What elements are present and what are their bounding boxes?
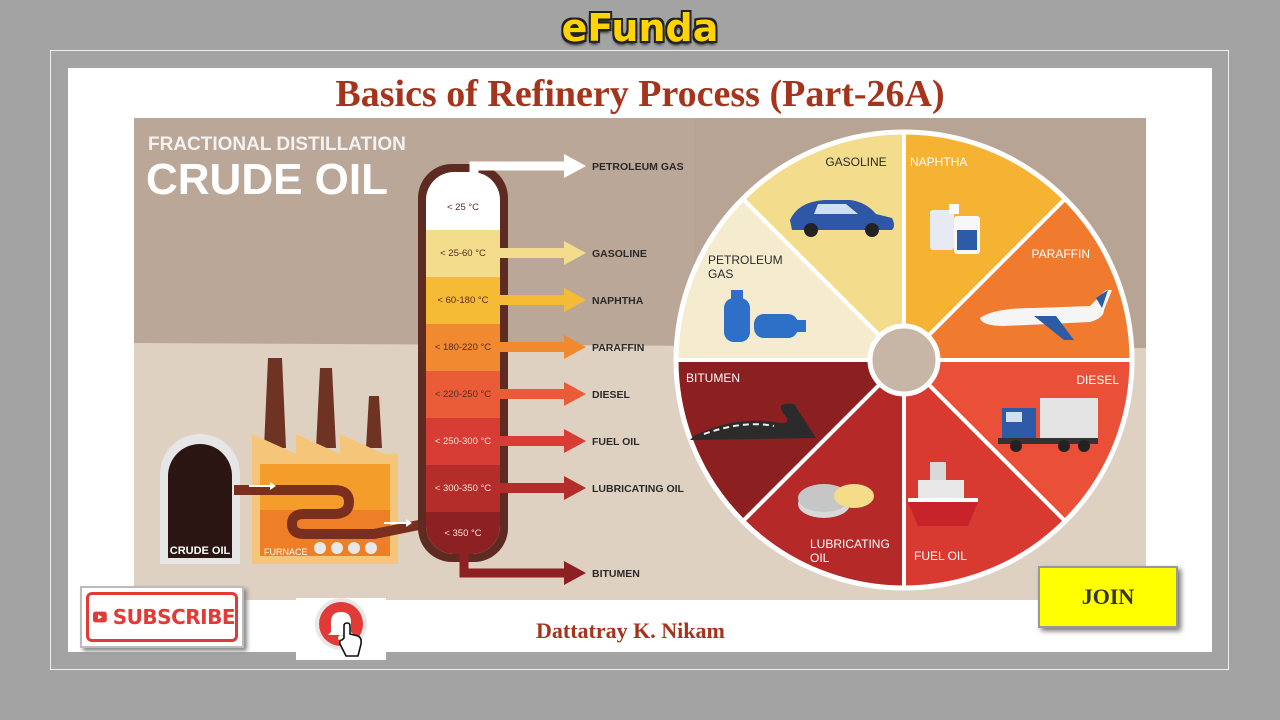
product-label: PARAFFIN bbox=[592, 342, 644, 354]
furnace-label: FURNACE bbox=[264, 547, 308, 557]
wheel-segment-label: GASOLINE bbox=[825, 155, 886, 169]
author-name: Dattatray K. Nikam bbox=[536, 618, 725, 643]
product-arrow: LUBRICATING OIL bbox=[500, 476, 685, 500]
column-temp-label: < 25 °C bbox=[447, 202, 479, 213]
car-icon bbox=[790, 200, 894, 237]
wheel-segment-label: PETROLEUM bbox=[708, 253, 783, 267]
column-temp-label: < 25-60 °C bbox=[440, 248, 486, 259]
tank-label: CRUDE OIL bbox=[170, 545, 231, 557]
bottles-icon bbox=[930, 204, 980, 254]
wheel-segment-label: FUEL OIL bbox=[914, 549, 967, 563]
wheel-segment-label: NAPHTHA bbox=[910, 155, 967, 169]
wheel-segment-label: PARAFFIN bbox=[1032, 247, 1090, 261]
product-label: DIESEL bbox=[592, 389, 631, 401]
column-temp-label: < 350 °C bbox=[444, 528, 481, 539]
product-arrow: BITUMEN bbox=[459, 554, 640, 585]
product-arrow: PARAFFIN bbox=[500, 335, 644, 359]
product-arrow: DIESEL bbox=[500, 382, 631, 406]
distillation-column: < 25 °C < 25-60 °C < 60-180 °C < 180-220 °C… bbox=[418, 164, 508, 562]
ship-icon bbox=[908, 462, 978, 526]
furnace-factory: FURNACE bbox=[234, 358, 425, 564]
product-label: NAPHTHA bbox=[592, 295, 644, 307]
product-wheel: GASOLINE NAPHTHA PARAFFIN DIESEL FUEL OIL LUB… bbox=[673, 129, 1135, 591]
wheel-segment-label: BITUMEN bbox=[686, 371, 740, 385]
crude-oil-tank: CRUDE OIL bbox=[160, 434, 240, 564]
column-temp-label: < 250-300 °C bbox=[435, 436, 491, 447]
wheel-hub bbox=[867, 323, 941, 397]
wheel-segment-label: OIL bbox=[810, 551, 830, 565]
product-arrow: FUEL OIL bbox=[500, 429, 640, 453]
wheel-segment-label: GAS bbox=[708, 267, 733, 281]
product-arrow: GASOLINE bbox=[500, 241, 647, 265]
play-icon bbox=[93, 611, 107, 623]
product-arrows: PETROLEUM GAS GASOLINE NAPHTHA PARAFFIN DIES… bbox=[459, 154, 685, 585]
product-label: FUEL OIL bbox=[592, 436, 640, 448]
video-title: Basics of Refinery Process (Part-26A) bbox=[335, 73, 945, 115]
poster-heading-large: CRUDE OIL bbox=[146, 155, 388, 204]
outer-frame bbox=[50, 50, 1229, 670]
wheel-segment-label: LUBRICATING bbox=[810, 537, 890, 551]
column-temp-label: < 60-180 °C bbox=[437, 295, 488, 306]
product-label: LUBRICATING OIL bbox=[592, 483, 685, 495]
product-label: GASOLINE bbox=[592, 248, 647, 260]
product-arrow: NAPHTHA bbox=[500, 288, 644, 312]
subscribe-button[interactable]: SUBSCRIBE bbox=[80, 586, 244, 648]
column-temp-label: < 180-220 °C bbox=[435, 342, 491, 353]
column-temp-label: < 300-350 °C bbox=[435, 483, 491, 494]
tin-icon bbox=[798, 484, 874, 518]
channel-brand: eFunda bbox=[561, 6, 719, 50]
crude-oil-distillation-poster: FRACTIONAL DISTILLATION CRUDE OIL CRUDE … bbox=[134, 118, 1146, 600]
product-label: BITUMEN bbox=[592, 568, 640, 580]
bell-icon bbox=[315, 598, 367, 657]
product-label: PETROLEUM GAS bbox=[592, 161, 684, 173]
truck-icon bbox=[998, 398, 1098, 452]
column-temp-label: < 220-250 °C bbox=[435, 389, 491, 400]
road-icon bbox=[690, 403, 816, 440]
wheel-segment-label: DIESEL bbox=[1076, 373, 1119, 387]
gas-cylinder-icon bbox=[724, 290, 806, 342]
airplane-icon bbox=[980, 290, 1112, 340]
product-arrow: PETROLEUM GAS bbox=[469, 154, 684, 178]
poster-heading-small: FRACTIONAL DISTILLATION bbox=[148, 134, 406, 155]
notification-bell-button[interactable] bbox=[296, 598, 386, 660]
subscribe-label: SUBSCRIBE bbox=[112, 605, 236, 629]
join-button[interactable]: JOIN bbox=[1038, 566, 1178, 628]
